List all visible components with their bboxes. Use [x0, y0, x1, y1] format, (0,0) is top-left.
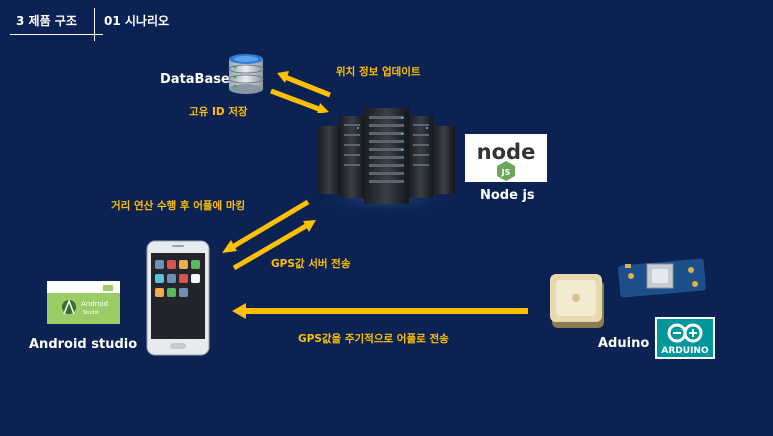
arduino-label: Aduino: [598, 336, 650, 351]
server-icon: [316, 108, 456, 216]
svg-text:JS: JS: [501, 168, 511, 177]
nodejs-label: Node js: [480, 188, 535, 203]
gps-module-icon: [618, 258, 706, 298]
server-phone-arrows: [222, 199, 316, 271]
svg-text:node: node: [477, 140, 536, 164]
gps-periodic-label: GPS값을 주기적으로 어플로 전송: [298, 333, 449, 345]
android-studio-label: Android studio: [29, 337, 138, 352]
phone-icon: [146, 240, 210, 356]
header-divider-vertical: [94, 8, 95, 41]
gps-server-label: GPS값 서버 전송: [271, 258, 351, 270]
svg-text:Studio: Studio: [83, 310, 99, 316]
database-label: DataBase: [160, 72, 230, 87]
nodejs-logo: node JS: [465, 134, 547, 182]
store-id-label: 고유 ID 저장: [189, 106, 248, 118]
header-divider-horizontal: [10, 34, 103, 35]
arduino-logo: ARDUINO: [655, 317, 715, 359]
database-icon: [228, 54, 264, 94]
section-title: 3 제품 구조: [16, 14, 77, 28]
gps-phone-arrow: [232, 303, 528, 319]
android-studio-logo: Android Studio: [47, 281, 120, 324]
distance-calc-label: 거리 연산 수행 후 어플에 마킹: [111, 200, 246, 212]
svg-text:ARDUINO: ARDUINO: [661, 346, 709, 356]
db-server-arrows: [270, 71, 331, 113]
section-subtitle: 01 시나리오: [104, 14, 170, 28]
gps-antenna-icon: [550, 274, 604, 328]
svg-text:Android: Android: [81, 300, 108, 308]
location-update-label: 위치 정보 업데이트: [336, 66, 421, 78]
